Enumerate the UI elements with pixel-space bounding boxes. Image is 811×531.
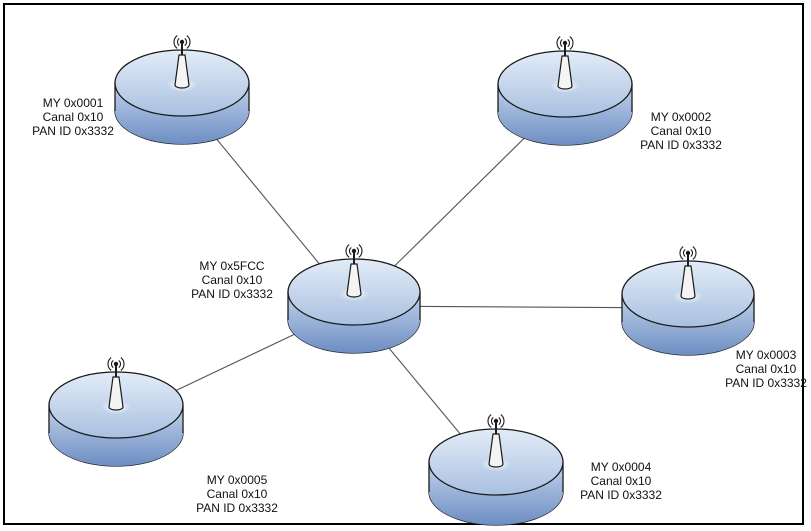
node-0005-label-line: PAN ID 0x3332 <box>196 501 278 515</box>
node-0004-label-line: Canal 0x10 <box>591 474 652 488</box>
node-0005-label-line: MY 0x0005 <box>207 473 268 487</box>
node-0002-label-line: Canal 0x10 <box>651 124 712 138</box>
node-0001-wireless-node-icon <box>114 35 250 145</box>
node-0005-label-line: Canal 0x10 <box>207 487 268 501</box>
coordinator-label-line: PAN ID 0x3332 <box>191 287 273 301</box>
node-0004-label-line: PAN ID 0x3332 <box>580 488 662 502</box>
antenna-icon <box>488 418 504 468</box>
signal-waves-icon <box>173 35 191 49</box>
antenna-icon <box>557 40 573 90</box>
coordinator-label-line: MY 0x5FCC <box>199 259 264 273</box>
coordinator-wireless-node-icon <box>287 244 421 354</box>
node-0004-wireless-node-icon <box>428 414 564 526</box>
signal-waves-icon <box>107 357 125 371</box>
node-0002-label-line: PAN ID 0x3332 <box>640 138 722 152</box>
antenna-icon <box>174 39 190 89</box>
antenna-icon <box>108 361 124 411</box>
node-0005-wireless-node-icon <box>48 357 184 467</box>
signal-waves-icon <box>556 36 574 50</box>
signal-waves-icon <box>487 414 505 428</box>
node-0001-label-line: Canal 0x10 <box>43 110 104 124</box>
coordinator-label-line: Canal 0x10 <box>202 273 263 287</box>
signal-waves-icon <box>345 244 363 258</box>
antenna-icon <box>346 248 362 298</box>
node-0003-label-line: MY 0x0003 <box>736 348 797 362</box>
node-0003-wireless-node-icon <box>621 246 755 356</box>
nodes-layer <box>48 35 755 526</box>
node-0004-label-line: MY 0x0004 <box>591 460 652 474</box>
node-0002-wireless-node-icon <box>497 36 633 146</box>
node-0003-label-line: Canal 0x10 <box>736 362 797 376</box>
node-0001-label-line: MY 0x0001 <box>43 96 104 110</box>
antenna-icon <box>680 250 696 300</box>
node-0002-label-line: MY 0x0002 <box>651 110 712 124</box>
node-0003-label-line: PAN ID 0x3332 <box>725 376 807 390</box>
signal-waves-icon <box>679 246 697 260</box>
node-0001-label-line: PAN ID 0x3332 <box>32 124 114 138</box>
